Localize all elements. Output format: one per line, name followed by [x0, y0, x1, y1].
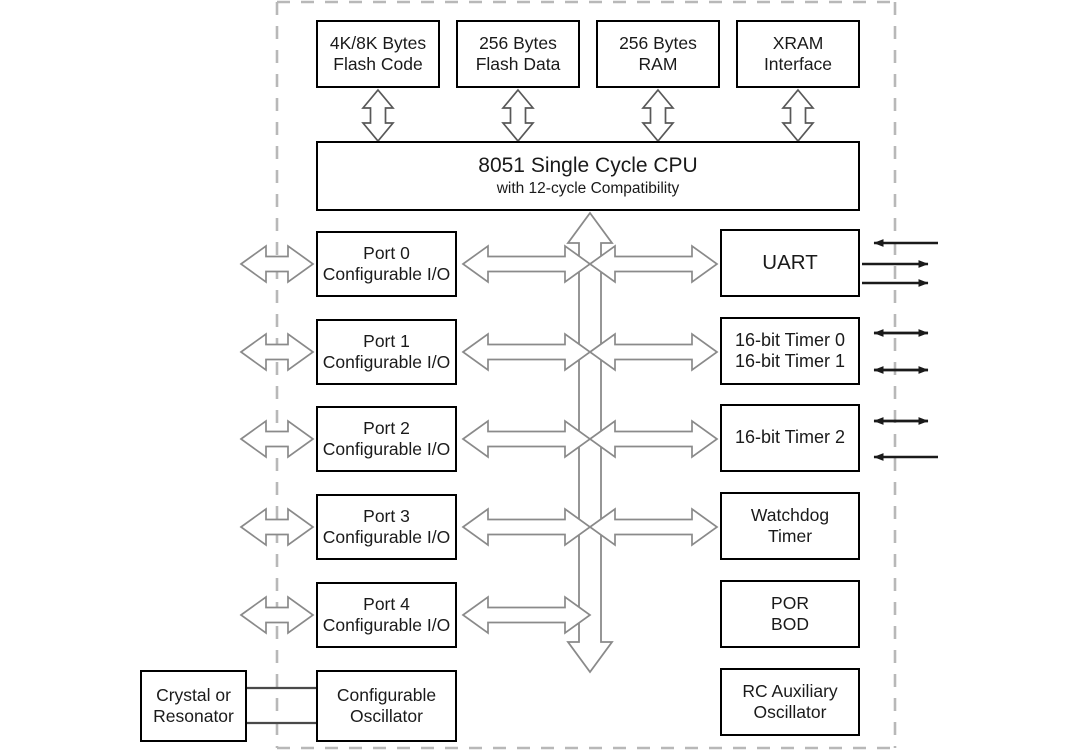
block-port-1-line2: Configurable I/O — [322, 352, 451, 372]
block-uart[interactable]: UART — [720, 229, 860, 297]
block-uart-line1: UART — [762, 250, 818, 274]
block-crystal-line2: Resonator — [153, 706, 234, 726]
block-port-3-line1: Port 3 — [363, 506, 410, 527]
block-port-3-line2: Configurable I/O — [322, 527, 451, 547]
block-cpu[interactable]: 8051 Single Cycle CPU with 12-cycle Comp… — [316, 141, 860, 211]
block-rc-aux-line2: Oscillator — [753, 702, 827, 722]
block-flash-data[interactable]: 256 Bytes Flash Data — [456, 20, 580, 88]
timer01-signal-lines — [873, 329, 929, 374]
block-config-osc-line2: Oscillator — [350, 706, 423, 726]
system-bus-arrow — [566, 211, 614, 674]
timer2-signal-lines — [873, 417, 938, 461]
block-configurable-oscillator[interactable]: Configurable Oscillator — [316, 670, 457, 742]
block-port-2-line1: Port 2 — [363, 418, 410, 439]
block-flash-data-line2: Flash Data — [475, 54, 561, 74]
block-flash-data-line1: 256 Bytes — [479, 33, 557, 54]
block-flash-code-line2: Flash Code — [333, 54, 423, 74]
block-cpu-line2: with 12-cycle Compatibility — [496, 179, 680, 197]
chip-boundary — [275, 0, 897, 750]
block-port-0[interactable]: Port 0 Configurable I/O — [316, 231, 457, 297]
port-to-bus-arrows — [461, 244, 592, 635]
crystal-oscillator-links — [247, 686, 316, 725]
block-xram-line2: Interface — [763, 54, 833, 74]
block-watchdog-line1: Watchdog — [750, 505, 830, 526]
block-port-4[interactable]: Port 4 Configurable I/O — [316, 582, 457, 648]
block-por-bod[interactable]: POR BOD — [720, 580, 860, 648]
port-pin-arrows — [239, 244, 315, 635]
block-timer-0-1-line1: 16-bit Timer 0 — [734, 329, 846, 350]
block-port-1-line1: Port 1 — [363, 331, 410, 352]
block-port-0-line2: Configurable I/O — [322, 264, 451, 284]
block-port-4-line1: Port 4 — [363, 594, 410, 615]
block-crystal-or-resonator[interactable]: Crystal or Resonator — [140, 670, 247, 742]
memory-bus-arrows — [361, 88, 815, 143]
block-xram-line1: XRAM — [772, 33, 824, 54]
block-watchdog-timer[interactable]: Watchdog Timer — [720, 492, 860, 560]
block-config-osc-line1: Configurable — [336, 685, 437, 706]
uart-signal-lines — [862, 239, 938, 287]
block-flash-code[interactable]: 4K/8K Bytes Flash Code — [316, 20, 440, 88]
block-timer-0-1-line2: 16-bit Timer 1 — [734, 351, 846, 371]
block-xram-interface[interactable]: XRAM Interface — [736, 20, 860, 88]
block-flash-code-line1: 4K/8K Bytes — [329, 33, 427, 54]
block-bod-line2: BOD — [771, 614, 809, 634]
bus-to-peripheral-arrows — [588, 244, 719, 547]
block-port-2-line2: Configurable I/O — [322, 439, 451, 459]
block-timer-2-line1: 16-bit Timer 2 — [734, 427, 846, 448]
block-timer-2[interactable]: 16-bit Timer 2 — [720, 404, 860, 472]
block-crystal-line1: Crystal or — [156, 685, 231, 706]
block-port-2[interactable]: Port 2 Configurable I/O — [316, 406, 457, 472]
block-port-1[interactable]: Port 1 Configurable I/O — [316, 319, 457, 385]
block-port-4-line2: Configurable I/O — [322, 615, 451, 635]
block-rc-auxiliary-oscillator[interactable]: RC Auxiliary Oscillator — [720, 668, 860, 736]
block-ram[interactable]: 256 Bytes RAM — [596, 20, 720, 88]
block-rc-aux-line1: RC Auxiliary — [742, 681, 838, 702]
block-cpu-line1: 8051 Single Cycle CPU — [478, 153, 698, 177]
block-port-0-line1: Port 0 — [363, 243, 410, 264]
block-port-3[interactable]: Port 3 Configurable I/O — [316, 494, 457, 560]
block-timer-0-1[interactable]: 16-bit Timer 0 16-bit Timer 1 — [720, 317, 860, 385]
block-ram-line1: 256 Bytes — [619, 33, 697, 54]
block-por-line1: POR — [771, 593, 809, 614]
block-ram-line2: RAM — [638, 54, 678, 74]
block-watchdog-line2: Timer — [767, 526, 813, 546]
